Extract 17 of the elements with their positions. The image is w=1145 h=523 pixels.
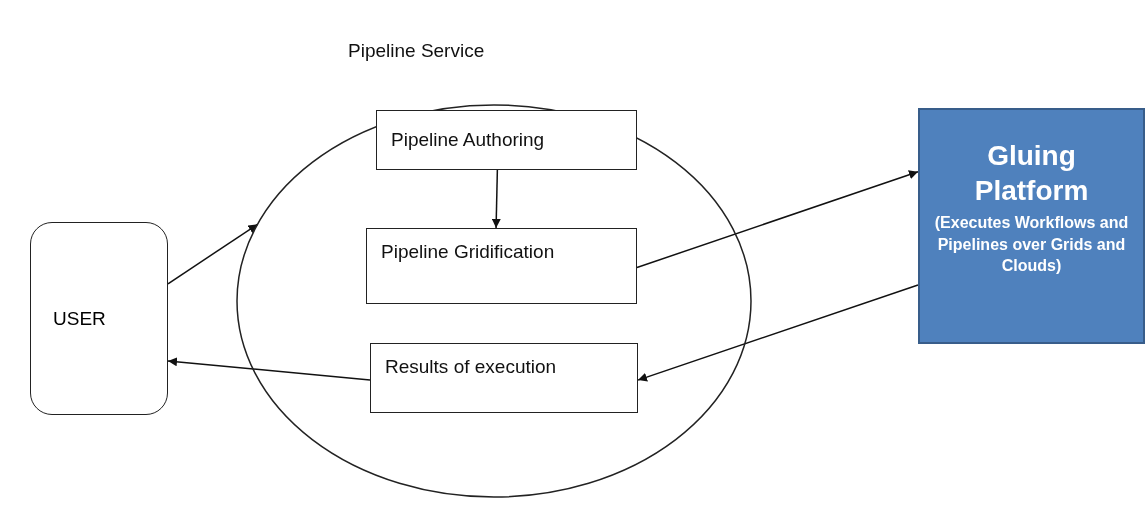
process-box	[370, 343, 638, 413]
group-title: Pipeline Service	[348, 40, 485, 62]
arrow	[637, 284, 919, 382]
arrow	[167, 223, 259, 285]
node-label: Pipeline Gridification	[381, 241, 555, 263]
arrow	[491, 169, 501, 229]
platform-box	[918, 108, 1145, 344]
platform-title: Gluing Platform	[973, 139, 1090, 208]
node-label: Results of execution	[385, 356, 557, 378]
platform-description: (Executes Workflows and Pipelines over Grids and Clouds)	[933, 213, 1130, 277]
node-label: Pipeline Authoring	[391, 129, 545, 151]
actor-box	[30, 222, 168, 415]
arrow	[636, 170, 919, 269]
node-label: USER	[53, 307, 106, 330]
process-box	[376, 110, 637, 170]
arrow	[167, 357, 371, 381]
process-box	[366, 228, 637, 304]
